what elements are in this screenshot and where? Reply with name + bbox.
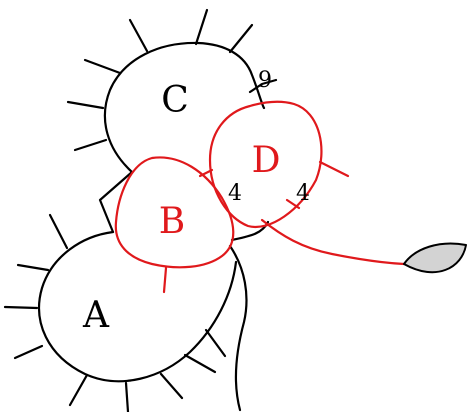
tail-strand bbox=[228, 244, 248, 412]
edge-label-d-leaf: 4 bbox=[296, 181, 310, 206]
node-label-b: B bbox=[159, 201, 185, 242]
blob-a-outline bbox=[37, 230, 238, 383]
blob-a-spikes bbox=[3, 213, 227, 412]
connector-b-to-d bbox=[230, 220, 270, 242]
edge-label-c-d: 9 bbox=[258, 68, 272, 93]
node-label-d: D bbox=[252, 140, 281, 181]
connector-c-to-d bbox=[248, 78, 278, 94]
blob-d-tick-left bbox=[198, 168, 214, 178]
blob-d-spike bbox=[318, 160, 350, 178]
blob-c-outline bbox=[103, 41, 266, 174]
node-label-a: A bbox=[82, 295, 110, 336]
node-label-c: C bbox=[161, 80, 189, 121]
blob-d-tick-right bbox=[285, 198, 301, 210]
blob-b-spike bbox=[162, 266, 168, 294]
leaf-shape bbox=[403, 242, 467, 274]
edge-label-b-d: 4 bbox=[228, 181, 242, 206]
blob-d-outline bbox=[208, 100, 323, 229]
connector-c-to-a bbox=[98, 170, 134, 234]
blob-c-spikes bbox=[66, 8, 254, 152]
leaf-stem bbox=[260, 218, 406, 266]
